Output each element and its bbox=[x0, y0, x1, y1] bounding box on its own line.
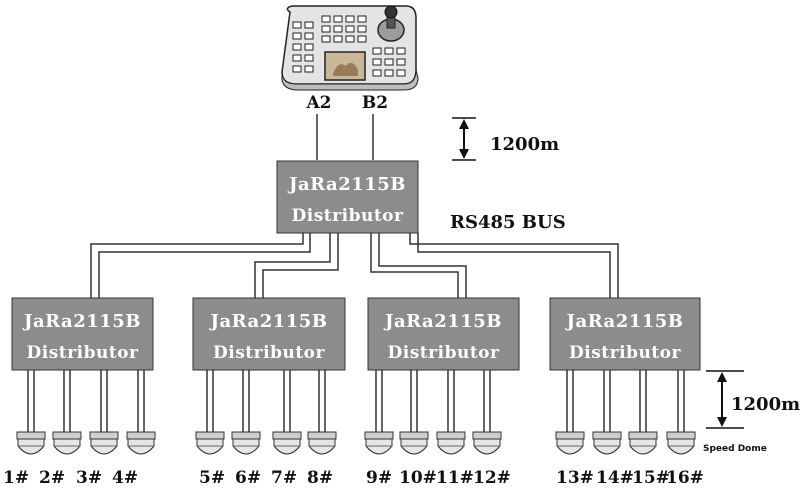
speed-dome-icon bbox=[556, 370, 584, 454]
main-distributor-role: Distributor bbox=[292, 206, 404, 226]
bus-label: RS485 BUS bbox=[450, 212, 566, 233]
speed-dome-label: Speed Dome bbox=[703, 444, 767, 454]
camera-label: 10# bbox=[399, 468, 437, 488]
camera-label: 12# bbox=[473, 468, 511, 488]
keypad-right bbox=[373, 48, 405, 76]
speed-dome-icon bbox=[196, 370, 224, 454]
group-3: JaRa2115B Distributor bbox=[368, 298, 519, 370]
speed-dome-icon bbox=[90, 370, 118, 454]
camera-label: 4# bbox=[112, 468, 138, 488]
main-distributor-model: JaRa2115B bbox=[287, 174, 406, 195]
camera-label: 6# bbox=[235, 468, 261, 488]
camera-label: 11# bbox=[436, 468, 474, 488]
speed-dome-icon bbox=[667, 370, 695, 454]
speed-dome-icon bbox=[308, 370, 336, 454]
group-distributor-model: JaRa2115B bbox=[564, 311, 683, 332]
camera-label: 8# bbox=[307, 468, 333, 488]
speed-dome-icon bbox=[273, 370, 301, 454]
camera-labels: 1# 2# 3# 4# 5# 6# 7# 8# 9# 10# 11# 12# 1… bbox=[3, 468, 704, 488]
speed-dome-icon bbox=[629, 370, 657, 454]
port-label-a2: A2 bbox=[305, 93, 331, 113]
group-distributor-role: Distributor bbox=[213, 343, 325, 363]
camera-label: 15# bbox=[632, 468, 670, 488]
group-4: JaRa2115B Distributor bbox=[550, 298, 700, 370]
distance-label-bottom: 1200m bbox=[731, 394, 800, 415]
port-label-b2: B2 bbox=[362, 93, 388, 113]
camera-label: 16# bbox=[666, 468, 704, 488]
speed-dome-icon bbox=[365, 370, 393, 454]
camera-label: 1# bbox=[3, 468, 29, 488]
distance-label-top: 1200m bbox=[490, 134, 559, 155]
group-distributor-role: Distributor bbox=[388, 343, 500, 363]
camera-label: 2# bbox=[39, 468, 65, 488]
speed-dome-icon bbox=[53, 370, 81, 454]
camera-label: 3# bbox=[76, 468, 102, 488]
camera-label: 9# bbox=[366, 468, 392, 488]
distance-marker-top bbox=[452, 118, 476, 160]
speed-dome-icon bbox=[127, 370, 155, 454]
speed-dome-icon bbox=[400, 370, 428, 454]
group-distributor-model: JaRa2115B bbox=[22, 311, 141, 332]
speed-dome-icon bbox=[437, 370, 465, 454]
group-distributor-model: JaRa2115B bbox=[208, 311, 327, 332]
speed-dome-icon bbox=[593, 370, 621, 454]
camera-label: 7# bbox=[271, 468, 297, 488]
group-distributor-model: JaRa2115B bbox=[383, 311, 502, 332]
group-2: JaRa2115B Distributor bbox=[193, 298, 345, 370]
speed-dome-icon bbox=[473, 370, 501, 454]
group-distributor-role: Distributor bbox=[569, 343, 681, 363]
group-distributor-role: Distributor bbox=[27, 343, 139, 363]
group-1: JaRa2115B Distributor bbox=[12, 298, 153, 370]
bus-lines bbox=[91, 233, 618, 298]
speed-dome-cameras bbox=[17, 370, 695, 454]
camera-label: 13# bbox=[556, 468, 594, 488]
controller-keyboard bbox=[282, 6, 418, 90]
speed-dome-icon bbox=[232, 370, 260, 454]
speed-dome-icon bbox=[17, 370, 45, 454]
camera-label: 14# bbox=[596, 468, 634, 488]
camera-label: 5# bbox=[199, 468, 225, 488]
